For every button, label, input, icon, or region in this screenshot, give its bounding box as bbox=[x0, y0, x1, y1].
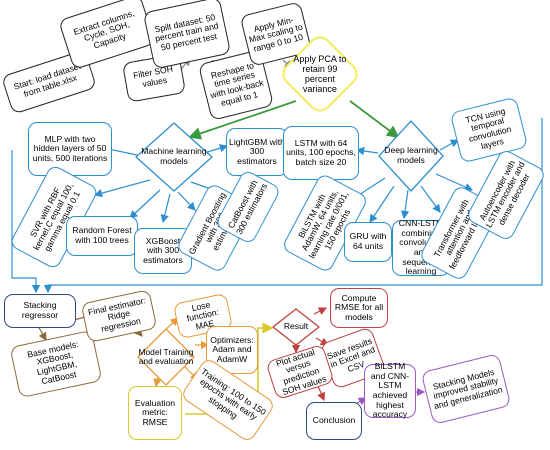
dl-node: Deep learning models bbox=[376, 118, 446, 194]
arrow-training-metric bbox=[153, 375, 162, 388]
result-node: Result bbox=[270, 306, 322, 348]
ml-node: Machine learning models bbox=[133, 120, 215, 194]
reshape-label: Reshape to time series with look-back eq… bbox=[209, 60, 265, 108]
gru-label: GRU with 64 units bbox=[349, 231, 387, 251]
base-label: Base models: XGBoost, LightGBM, CatBoost bbox=[26, 338, 80, 386]
best-label: BiLSTM and CNN-LSTM achieved highest acc… bbox=[370, 361, 410, 420]
arrow-pca-dl bbox=[349, 100, 400, 139]
tcn-label: TCN using temporal convolution layers bbox=[464, 105, 513, 151]
lstm-label: LSTM with 64 units, 100 epochs, batch si… bbox=[286, 137, 356, 167]
mlp-label: MLP with two hidden layers of 50 units, … bbox=[32, 133, 108, 163]
filter-label: Filter SOH values bbox=[132, 64, 174, 90]
minmax-label: Apply Min-Max scaling to range 0 to 10 bbox=[247, 14, 304, 54]
xgb-label: XGBoost with 300 estimators bbox=[143, 235, 183, 265]
stacking-label: Stacking regressor bbox=[21, 300, 59, 320]
arrow-ml-rf bbox=[129, 189, 161, 219]
ml-diamond-shape bbox=[135, 122, 213, 192]
arrow-plot-conclusion bbox=[317, 385, 326, 402]
pca-label: Apply PCA to retain 99 percent variance bbox=[293, 53, 347, 95]
arrow-pca-ml bbox=[188, 100, 297, 140]
arrow-ml-gb bbox=[177, 191, 196, 211]
stackconc-label: Stacking Models improved stability and g… bbox=[431, 366, 504, 411]
arrow-dl-autoencoder bbox=[435, 173, 474, 191]
gru-node: GRU with 64 units bbox=[344, 222, 392, 262]
arrow-ml-xgb bbox=[160, 193, 171, 224]
best-node: BiLSTM and CNN-LSTM achieved highest acc… bbox=[364, 361, 416, 420]
arrow-ml-svr bbox=[93, 179, 151, 198]
optim-label: Optimizers: Adam and AdamW bbox=[210, 334, 254, 364]
result-diamond-shape bbox=[272, 308, 320, 346]
arrow-dl-lstm bbox=[355, 146, 379, 156]
mlp-node: MLP with two hidden layers of 50 units, … bbox=[28, 122, 112, 176]
stacking-node: Stacking regressor bbox=[4, 294, 76, 328]
arrow-dl-cnnlstm bbox=[400, 189, 410, 220]
conclusion-node: Conclusion bbox=[306, 402, 362, 440]
route-dl-stacking bbox=[43, 118, 543, 294]
metric-node: Evaluation metric: RMSE bbox=[128, 386, 182, 440]
metric-label: Evaluation metric: RMSE bbox=[134, 397, 176, 427]
training-label: Model Training and evaluation bbox=[138, 346, 194, 366]
dl-diamond-shape bbox=[378, 120, 444, 192]
rmse-node: Compute RMSE for all models bbox=[330, 288, 388, 328]
arrow-dl-tcn bbox=[439, 139, 460, 151]
arrow-stacking-base bbox=[37, 325, 47, 342]
ml-label: Machine learning models bbox=[141, 146, 207, 166]
training-diamond-shape bbox=[137, 328, 195, 386]
rf-node: Random Forest with 100 trees bbox=[66, 216, 138, 256]
dl-label: Deep learning models bbox=[384, 145, 438, 165]
lightgbm-label: LightGBM with 300 estimators bbox=[229, 136, 285, 166]
lstm-node: LSTM with 64 units, 100 epochs, batch si… bbox=[283, 126, 359, 180]
arrow-result-rmse bbox=[313, 307, 328, 315]
split-label: Spilt dataset: 50 percent train and 50 p… bbox=[153, 11, 220, 53]
arrow-dl-gru bbox=[369, 185, 395, 223]
conclusion-label: Conclusion bbox=[312, 415, 356, 426]
arrow-dl-transformer bbox=[420, 185, 441, 213]
rf-label: Random Forest with 100 trees bbox=[72, 225, 132, 245]
result-label: Result bbox=[283, 321, 309, 332]
lightgbm-node: LightGBM with 300 estimators bbox=[226, 128, 288, 176]
route-ml-stacking bbox=[11, 150, 41, 294]
training-node: Model Training and evaluation bbox=[135, 326, 197, 388]
rmse-label: Compute RMSE for all models bbox=[334, 292, 384, 322]
